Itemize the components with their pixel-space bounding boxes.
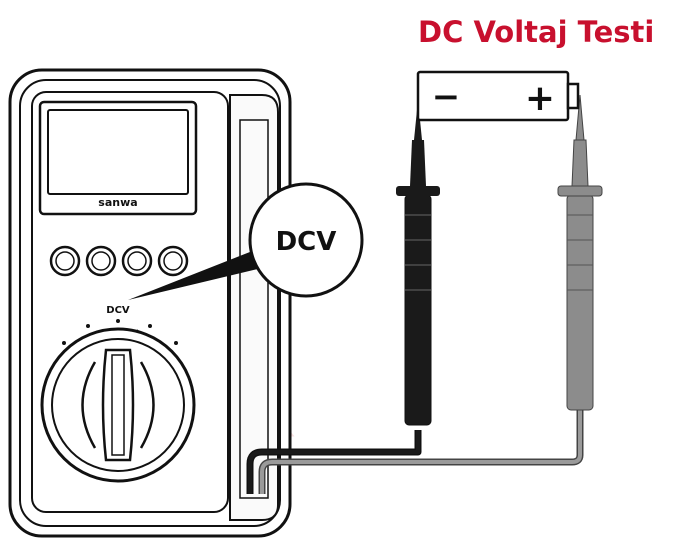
function-button (85, 245, 117, 277)
red-test-lead (258, 94, 603, 494)
function-buttons (49, 245, 189, 277)
callout-dcv-label: DCV (276, 227, 337, 257)
dial-dcv-label: DCV (106, 305, 130, 316)
function-button (121, 245, 153, 277)
battery-negative-symbol: − (432, 77, 461, 117)
diagram-title: DC Voltaj Testi (418, 15, 655, 49)
function-button (49, 245, 81, 277)
dcv-callout (128, 182, 364, 300)
battery (416, 70, 580, 122)
battery-positive-symbol: + (525, 78, 555, 119)
function-button (157, 245, 189, 277)
rotary-selector-dial (40, 327, 196, 483)
brand-label: sanwa (98, 196, 137, 209)
lcd-display (38, 100, 198, 216)
black-test-lead (246, 100, 440, 494)
